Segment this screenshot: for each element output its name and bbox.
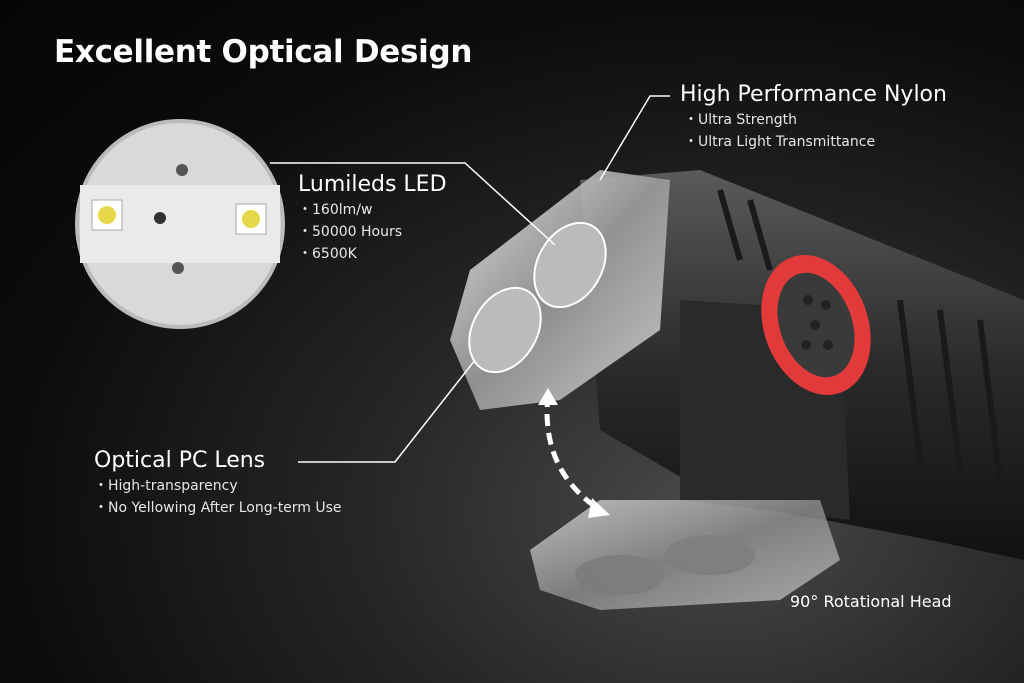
led-closeup (75, 119, 285, 329)
bullet: 50000 Hours (298, 221, 447, 243)
page-title: Excellent Optical Design (54, 34, 473, 70)
bullet: 160lm/w (298, 199, 447, 221)
power-button (761, 255, 871, 395)
callout-heading: Optical PC Lens (94, 448, 266, 473)
callout-led: Lumileds LED 160lm/w 50000 Hours 6500K (298, 172, 447, 265)
lens-head (450, 170, 670, 410)
callout-rotation: 90° Rotational Head (790, 592, 952, 611)
callout-heading: Lumileds LED (298, 172, 447, 197)
leader-lines (270, 95, 670, 463)
callout-nylon: High Performance Nylon Ultra Strength Ul… (680, 82, 947, 153)
rotated-lens-head (530, 500, 840, 610)
bullet: Ultra Strength (684, 109, 947, 131)
bullet: Ultra Light Transmittance (684, 131, 947, 153)
bullet: 6500K (298, 243, 447, 265)
callout-lens: Optical PC Lens High-transparency No Yel… (94, 448, 342, 519)
callout-heading: High Performance Nylon (680, 82, 947, 107)
bullet: High-transparency (94, 475, 342, 497)
bullet: No Yellowing After Long-term Use (94, 497, 342, 519)
rotation-arrow-icon (544, 394, 602, 513)
